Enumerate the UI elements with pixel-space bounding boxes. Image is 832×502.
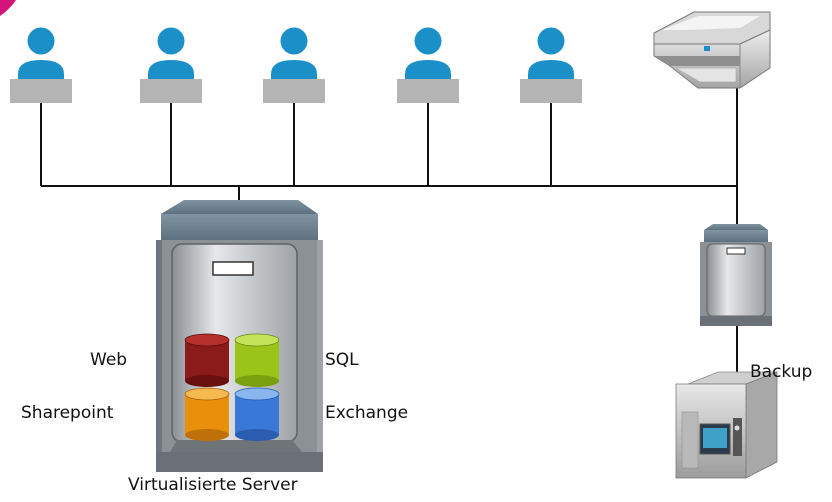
label-exchange: Exchange <box>325 403 409 423</box>
label-sql: SQL <box>325 350 359 370</box>
user-desk <box>140 79 202 103</box>
user-head-icon <box>414 27 442 55</box>
user-1 <box>10 27 72 103</box>
user-body-icon <box>528 60 574 79</box>
user-head-icon <box>280 27 308 55</box>
user-body-icon <box>405 60 451 79</box>
user-head-icon <box>157 27 185 55</box>
corner-accent <box>0 0 16 16</box>
printer-icon <box>653 11 771 89</box>
backup-server-icon <box>700 224 772 326</box>
user-desk <box>263 79 325 103</box>
user-body-icon <box>271 60 317 79</box>
database-sharepoint-icon <box>184 387 230 441</box>
user-desk <box>10 79 72 103</box>
user-desk <box>520 79 582 103</box>
user-head-icon <box>27 27 55 55</box>
label-sharepoint: Sharepoint <box>21 403 114 423</box>
network-lines <box>40 88 738 402</box>
tape-drive-icon <box>675 371 778 479</box>
database-web-icon <box>184 333 230 387</box>
user-desk <box>397 79 459 103</box>
user-4 <box>397 27 459 103</box>
user-2 <box>140 27 202 103</box>
user-body-icon <box>18 60 64 79</box>
database-sql-icon <box>234 333 280 387</box>
user-body-icon <box>148 60 194 79</box>
label-web: Web <box>90 350 128 370</box>
user-3 <box>263 27 325 103</box>
user-5 <box>520 27 582 103</box>
database-exchange-icon <box>234 387 280 441</box>
user-head-icon <box>537 27 565 55</box>
label-server: Virtualisierte Server <box>128 475 298 495</box>
label-backup: Backup <box>750 362 813 382</box>
